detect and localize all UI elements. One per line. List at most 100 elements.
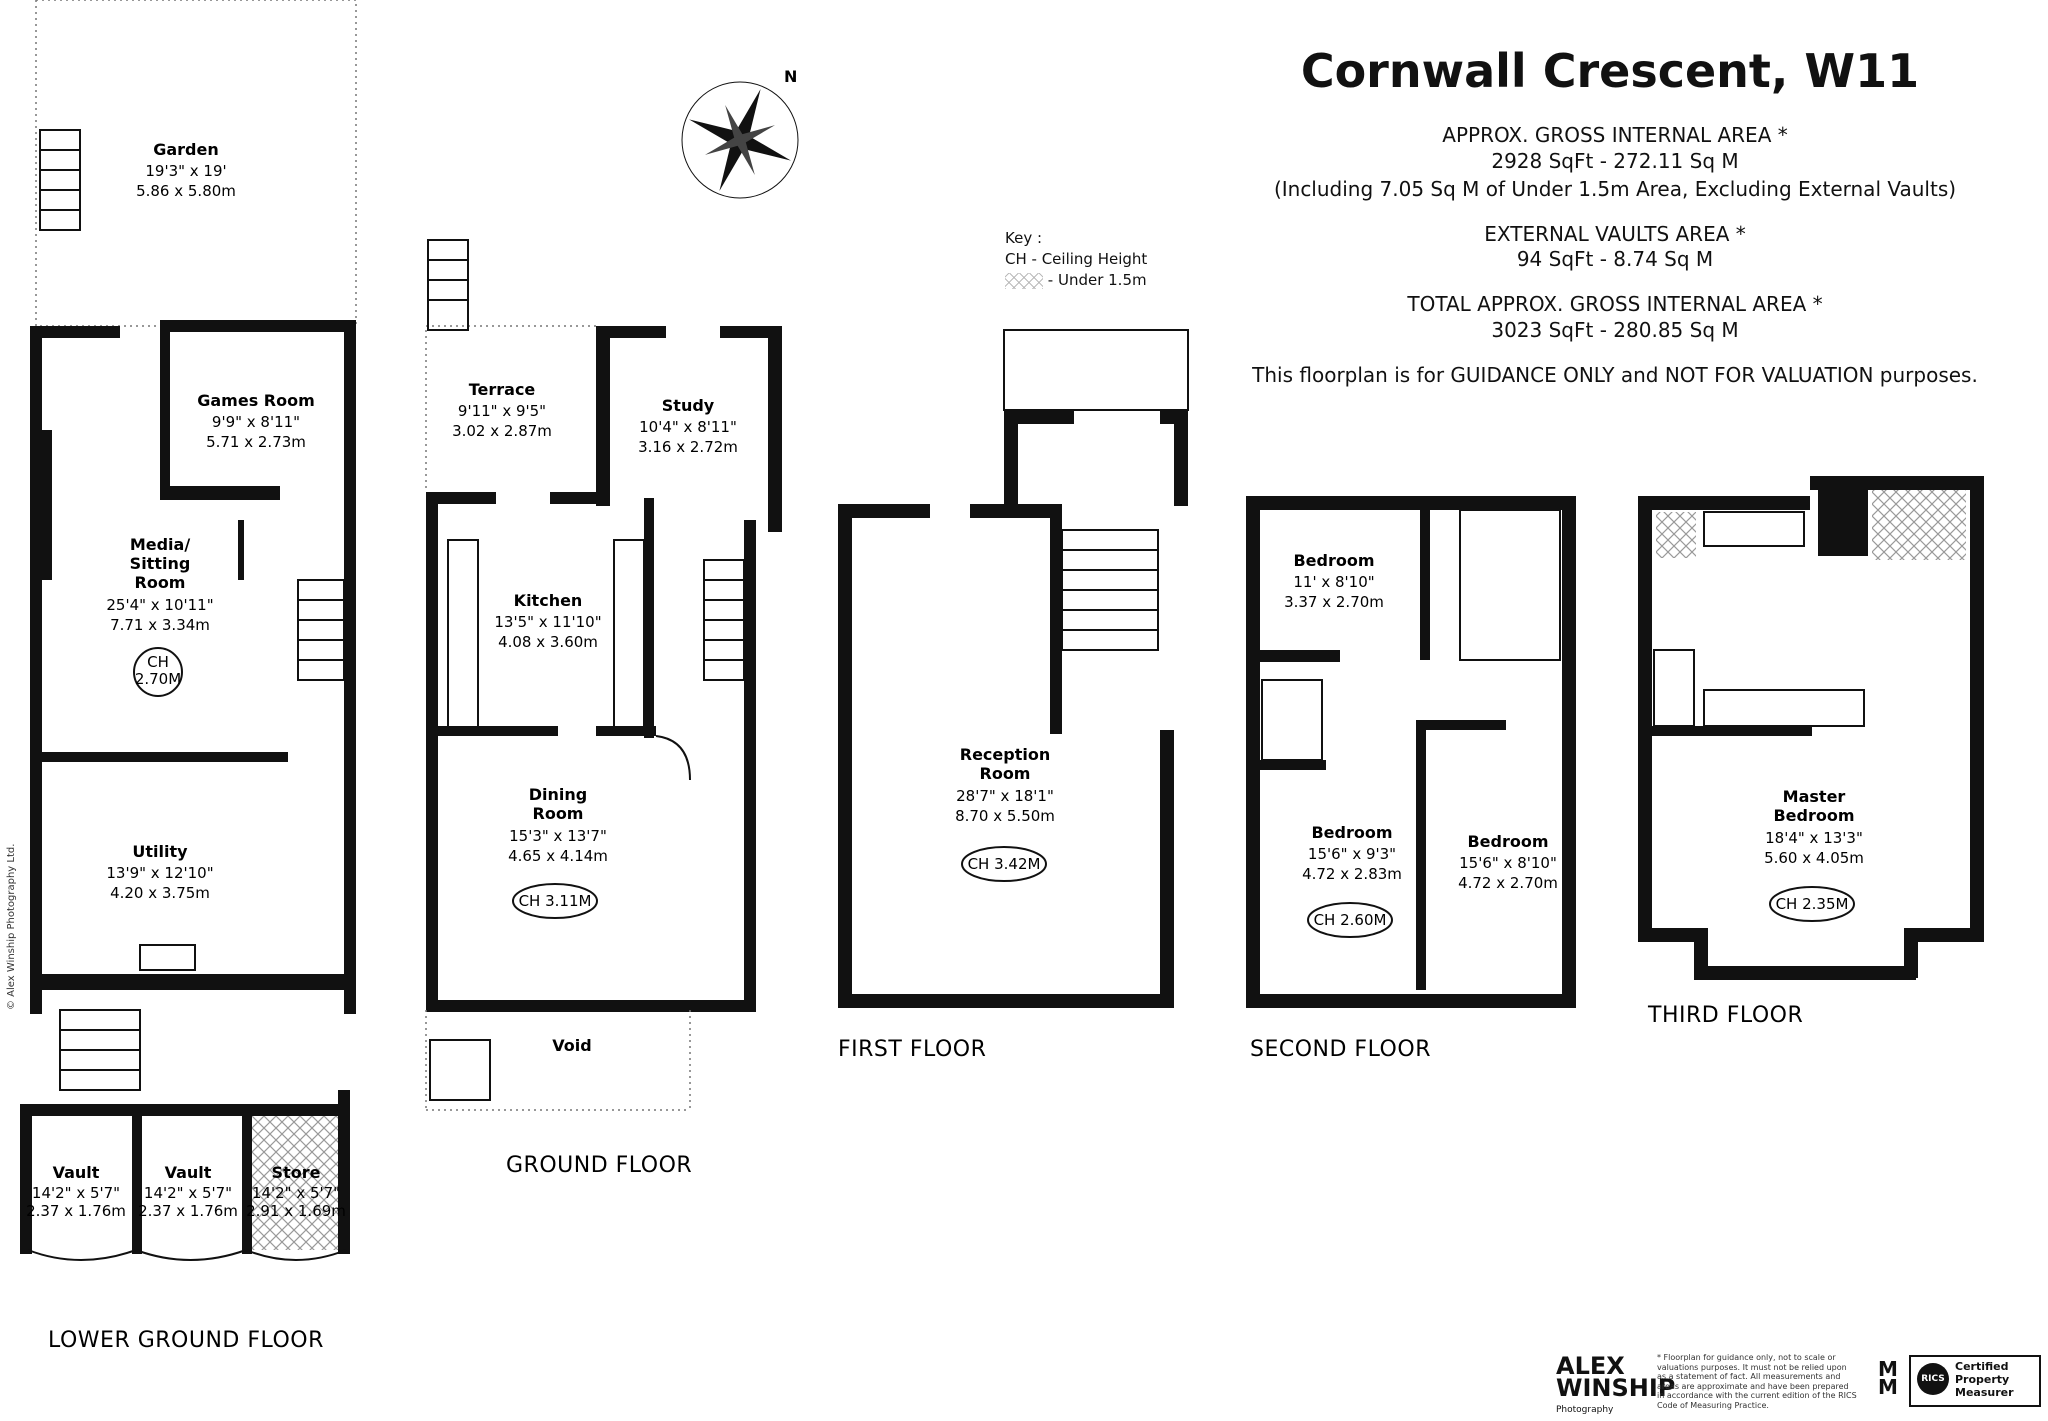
study-metric: 3.16 x 2.72m xyxy=(638,438,738,456)
reception-room-name-2: Room xyxy=(980,764,1031,783)
terrace-name: Terrace xyxy=(469,380,536,399)
third-floor-plan xyxy=(1638,476,1984,980)
media-room-ch-1: CH xyxy=(147,653,169,671)
key-ch: CH - Ceiling Height xyxy=(1005,250,1148,268)
bedroom-2c-metric: 4.72 x 2.70m xyxy=(1458,874,1558,892)
disclaimer: * Floorplan for guidance only, not to sc… xyxy=(1657,1353,1857,1410)
store-name: Store xyxy=(272,1163,321,1182)
utility-imperial: 13'9" x 12'10" xyxy=(106,864,213,882)
vault-1-imperial: 14'2" x 5'7" xyxy=(32,1184,120,1202)
reception-room-metric: 8.70 x 5.50m xyxy=(955,807,1055,825)
compass-rose: N xyxy=(681,67,799,199)
key-title: Key : xyxy=(1005,229,1043,247)
total-label: TOTAL APPROX. GROSS INTERNAL AREA * xyxy=(1407,292,1823,316)
floor-labels: LOWER GROUND FLOOR GROUND FLOOR FIRST FL… xyxy=(48,1003,1803,1353)
ground-floor-plan xyxy=(425,239,782,1111)
dining-room-metric: 4.65 x 4.14m xyxy=(508,847,608,865)
lower-ground-floor-label: LOWER GROUND FLOOR xyxy=(48,1328,324,1353)
media-room-ch-2: 2.70M xyxy=(135,670,181,688)
vault-1-name: Vault xyxy=(53,1163,100,1182)
vault-2-name: Vault xyxy=(165,1163,212,1182)
store-metric: 2.91 x 1.69m xyxy=(246,1202,346,1220)
dining-room-name-1: Dining xyxy=(529,785,587,804)
compass-north-label: N xyxy=(784,67,797,86)
vault-2-imperial: 14'2" x 5'7" xyxy=(144,1184,232,1202)
games-room-imperial: 9'9" x 8'11" xyxy=(212,413,300,431)
games-room-name: Games Room xyxy=(197,391,315,410)
bedroom-2a-metric: 3.37 x 2.70m xyxy=(1284,593,1384,611)
vault-1-metric: 2.37 x 1.76m xyxy=(26,1202,126,1220)
master-bedroom-name-2: Bedroom xyxy=(1773,806,1854,825)
bedroom-2b-ch: CH 2.60M xyxy=(1314,911,1387,929)
bedroom-2c-imperial: 15'6" x 8'10" xyxy=(1459,854,1557,872)
master-bedroom-ch: CH 2.35M xyxy=(1776,895,1849,913)
bedroom-2b-imperial: 15'6" x 9'3" xyxy=(1308,845,1396,863)
dining-room-ch: CH 3.11M xyxy=(519,892,592,910)
key-legend: Key : CH - Ceiling Height - Under 1.5m xyxy=(1005,228,1147,291)
third-floor-label: THIRD FLOOR xyxy=(1647,1003,1803,1028)
brand-line-1: ALEX xyxy=(1556,1352,1625,1380)
vault-2-metric: 2.37 x 1.76m xyxy=(138,1202,238,1220)
second-floor-plan xyxy=(1246,496,1576,1008)
dining-room-name-2: Room xyxy=(533,804,584,823)
room-labels: Garden 19'3" x 19' 5.86 x 5.80m Games Ro… xyxy=(26,140,1864,1220)
games-room-metric: 5.71 x 2.73m xyxy=(206,433,306,451)
store-imperial: 14'2" x 5'7" xyxy=(252,1184,340,1202)
garden-metric: 5.86 x 5.80m xyxy=(136,182,236,200)
brand-line-3: Photography xyxy=(1556,1405,1614,1415)
bedroom-2c-name: Bedroom xyxy=(1467,832,1548,851)
area-note: (Including 7.05 Sq M of Under 1.5m Area,… xyxy=(1273,177,1957,201)
garden-name: Garden xyxy=(153,140,219,159)
lower-ground-floor-plan xyxy=(20,0,357,1261)
bedroom-2b-name: Bedroom xyxy=(1311,823,1392,842)
kitchen-metric: 4.08 x 3.60m xyxy=(498,633,598,651)
reception-room-imperial: 28'7" x 18'1" xyxy=(956,787,1054,805)
reception-room-ch: CH 3.42M xyxy=(968,855,1041,873)
ground-floor-label: GROUND FLOOR xyxy=(506,1153,692,1178)
guidance-note: This floorplan is for GUIDANCE ONLY and … xyxy=(1252,363,1978,387)
brand-logo: ALEX WINSHIP Photography xyxy=(1556,1352,1676,1421)
rics-text-2: Property xyxy=(1955,1373,2010,1386)
rics-logo: RICS xyxy=(1917,1363,1949,1395)
rics-text-1: Certified xyxy=(1955,1360,2009,1373)
second-floor-label: SECOND FLOOR xyxy=(1250,1037,1431,1062)
media-room-name-3: Room xyxy=(135,573,186,592)
dining-room-imperial: 15'3" x 13'7" xyxy=(509,827,607,845)
rics-text: Certified Property Measurer xyxy=(1955,1360,2014,1399)
reception-room-name-1: Reception xyxy=(960,745,1050,764)
kitchen-imperial: 13'5" x 11'10" xyxy=(494,613,601,631)
hatch-swatch-icon xyxy=(1005,272,1043,289)
media-room-name-1: Media/ xyxy=(130,535,191,554)
media-room-imperial: 25'4" x 10'11" xyxy=(106,596,213,614)
page-title: Cornwall Crescent, W11 xyxy=(1300,44,1920,98)
study-name: Study xyxy=(662,396,715,415)
master-bedroom-imperial: 18'4" x 13'3" xyxy=(1765,829,1863,847)
kitchen-name: Kitchen xyxy=(514,591,583,610)
area-label: APPROX. GROSS INTERNAL AREA * xyxy=(1442,123,1788,147)
bedroom-2b-metric: 4.72 x 2.83m xyxy=(1302,865,1402,883)
utility-name: Utility xyxy=(132,842,188,861)
void-name: Void xyxy=(552,1036,591,1055)
utility-metric: 4.20 x 3.75m xyxy=(110,884,210,902)
vaults-label: EXTERNAL VAULTS AREA * xyxy=(1484,222,1746,246)
study-imperial: 10'4" x 8'11" xyxy=(639,418,737,436)
media-room-name-2: Sitting xyxy=(130,554,191,573)
bedroom-2a-imperial: 11' x 8'10" xyxy=(1293,573,1374,591)
photo-credit: © Alex Winship Photography Ltd. xyxy=(6,843,17,1010)
first-floor-plan xyxy=(838,329,1189,1008)
key-under: - Under 1.5m xyxy=(1047,271,1147,289)
key-under-row: - Under 1.5m xyxy=(1005,270,1147,291)
rics-text-3: Measurer xyxy=(1955,1386,2014,1399)
rics-badge: RICS Certified Property Measurer xyxy=(1909,1355,2041,1407)
master-bedroom-metric: 5.60 x 4.05m xyxy=(1764,849,1864,867)
vaults-value: 94 SqFt - 8.74 Sq M xyxy=(1516,247,1714,271)
terrace-metric: 3.02 x 2.87m xyxy=(452,422,552,440)
area-value: 2928 SqFt - 272.11 Sq M xyxy=(1491,149,1739,173)
garden-imperial: 19'3" x 19' xyxy=(145,162,226,180)
brand-line-2: WINSHIP xyxy=(1556,1374,1676,1402)
bedroom-2a-name: Bedroom xyxy=(1293,551,1374,570)
first-floor-label: FIRST FLOOR xyxy=(838,1037,986,1062)
total-value: 3023 SqFt - 280.85 Sq M xyxy=(1491,318,1739,342)
